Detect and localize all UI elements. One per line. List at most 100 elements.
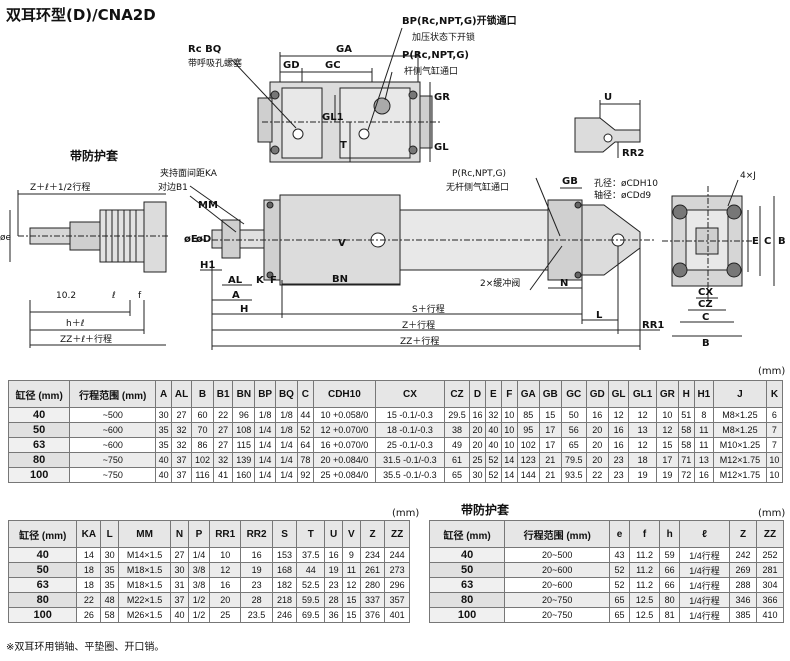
table-cell: 1/2 xyxy=(187,592,211,608)
p-top-desc: 杆侧气缸通口 xyxy=(404,65,458,77)
table-cell: 27 xyxy=(213,437,234,453)
zz-stroke-label: ZZ＋行程 xyxy=(400,335,439,347)
table-cell: 20 +0.084/0 xyxy=(312,452,376,468)
column-header: f xyxy=(628,520,661,548)
end-cz-label: CZ xyxy=(698,299,713,310)
table-cell: 234 xyxy=(359,547,386,563)
table-cell: 1/4 xyxy=(254,422,276,438)
cushion-label: 2×缓冲阀 xyxy=(480,277,520,289)
column-header: GC xyxy=(560,380,587,408)
column-header: RR1 xyxy=(209,520,242,548)
p-main-label: P(Rc,NPT,G) xyxy=(452,169,506,179)
table-cell: 25 -0.1/-0.3 xyxy=(374,437,445,453)
dim-u: U xyxy=(604,92,612,103)
table-cell: 30 xyxy=(155,407,173,423)
boot-zz-l: ZZ＋ℓ＋行程 xyxy=(60,333,112,345)
table-cell: 59.5 xyxy=(296,592,326,608)
table-cell: 108 xyxy=(232,422,256,438)
table-cell: 1/8 xyxy=(254,407,276,423)
table-cell: M8×1.25 xyxy=(713,407,767,423)
table-cell: 58 xyxy=(100,607,119,623)
table-cell: 401 xyxy=(384,607,410,623)
column-header: GD xyxy=(585,380,609,408)
table-cell: 11 xyxy=(693,422,715,438)
table-cell: 17 xyxy=(538,422,562,438)
table-cell: 65 xyxy=(443,467,471,483)
table-cell: 40 xyxy=(428,547,506,563)
table-cell: 80 xyxy=(7,592,78,608)
column-header: T xyxy=(296,520,326,548)
table-cell: 1/4行程 xyxy=(678,547,731,563)
column-header: GL1 xyxy=(628,380,657,408)
table-cell: 23.5 xyxy=(240,607,273,623)
table-cell: 27 xyxy=(213,422,234,438)
table-cell: 28 xyxy=(324,592,344,608)
table-cell: 80 xyxy=(428,592,506,608)
table-cell: 79.5 xyxy=(560,452,587,468)
column-header: E xyxy=(484,380,502,408)
table-cell: 376 xyxy=(359,607,386,623)
table-cell: 13 xyxy=(693,452,715,468)
table-cell: 16 xyxy=(585,407,609,423)
table-cell: ~750 xyxy=(69,467,157,483)
boot-table-title: 带防护套 xyxy=(461,503,510,517)
technical-drawing: Rc BQ 带呼吸孔螺塞 BP(Rc,NPT,G)开锁通口 加压状态下开锁 P(… xyxy=(0,14,786,350)
hole-label: 孔径：øCDH10 xyxy=(594,177,658,189)
column-header: 缸径 (mm) xyxy=(7,380,71,408)
table-cell: 16 xyxy=(209,577,242,593)
column-header: ZZ xyxy=(384,520,410,548)
table-cell: M18×1.5 xyxy=(117,562,172,578)
f-label: F xyxy=(270,275,277,286)
table-cell: 81 xyxy=(659,607,680,623)
boot-e-label: øe xyxy=(0,233,12,243)
rc-bq-desc: 带呼吸孔螺塞 xyxy=(188,57,242,69)
column-header: CX xyxy=(374,380,445,408)
table-cell: 20 xyxy=(469,437,486,453)
table-cell: 19 xyxy=(324,562,344,578)
table-cell: 15 xyxy=(342,607,361,623)
table-cell: 10 xyxy=(500,437,518,453)
table-cell: 23 xyxy=(607,467,630,483)
table-cell: 70 xyxy=(190,422,215,438)
table-cell: 10 xyxy=(655,407,679,423)
table-cell: 30 xyxy=(170,562,189,578)
table-cell: 78 xyxy=(296,452,314,468)
end-e-label: E xyxy=(752,236,759,247)
table-cell: 15 xyxy=(655,437,679,453)
table-cell: 92 xyxy=(296,467,314,483)
table-cell: 32 xyxy=(213,452,234,468)
column-header: S xyxy=(271,520,298,548)
table-cell: 26 xyxy=(76,607,102,623)
table-cell: 18 xyxy=(76,577,102,593)
top-view-head xyxy=(257,81,440,163)
column-header: K xyxy=(765,380,784,408)
boot-l-label: ℓ xyxy=(111,291,116,301)
table-cell: 30 xyxy=(100,547,119,563)
rr1-label: RR1 xyxy=(642,320,664,331)
table-cell: 1/4 xyxy=(254,467,276,483)
column-header: RR2 xyxy=(240,520,273,548)
l-label: L xyxy=(596,310,603,321)
column-header: 行程范围 (mm) xyxy=(69,380,157,408)
table-cell: 58 xyxy=(677,422,695,438)
table-cell: 80 xyxy=(659,592,680,608)
table-cell: 40 xyxy=(484,437,502,453)
table-cell: M18×1.5 xyxy=(117,577,172,593)
table-cell: 12 xyxy=(209,562,242,578)
table-cell: 139 xyxy=(232,452,256,468)
table-cell: 12.5 xyxy=(628,607,661,623)
table-cell: 1/4行程 xyxy=(678,562,731,578)
column-header: N xyxy=(170,520,189,548)
table-cell: 50 xyxy=(428,562,506,578)
table-cell: 29.5 xyxy=(443,407,471,423)
od-label: øD xyxy=(196,234,211,245)
table-cell: 19 xyxy=(240,562,273,578)
p-main-desc: 无杆侧气缸通口 xyxy=(446,181,509,193)
table-cell: 102 xyxy=(190,452,215,468)
table-cell: 37.5 xyxy=(296,547,326,563)
table-cell: 16 xyxy=(240,547,273,563)
